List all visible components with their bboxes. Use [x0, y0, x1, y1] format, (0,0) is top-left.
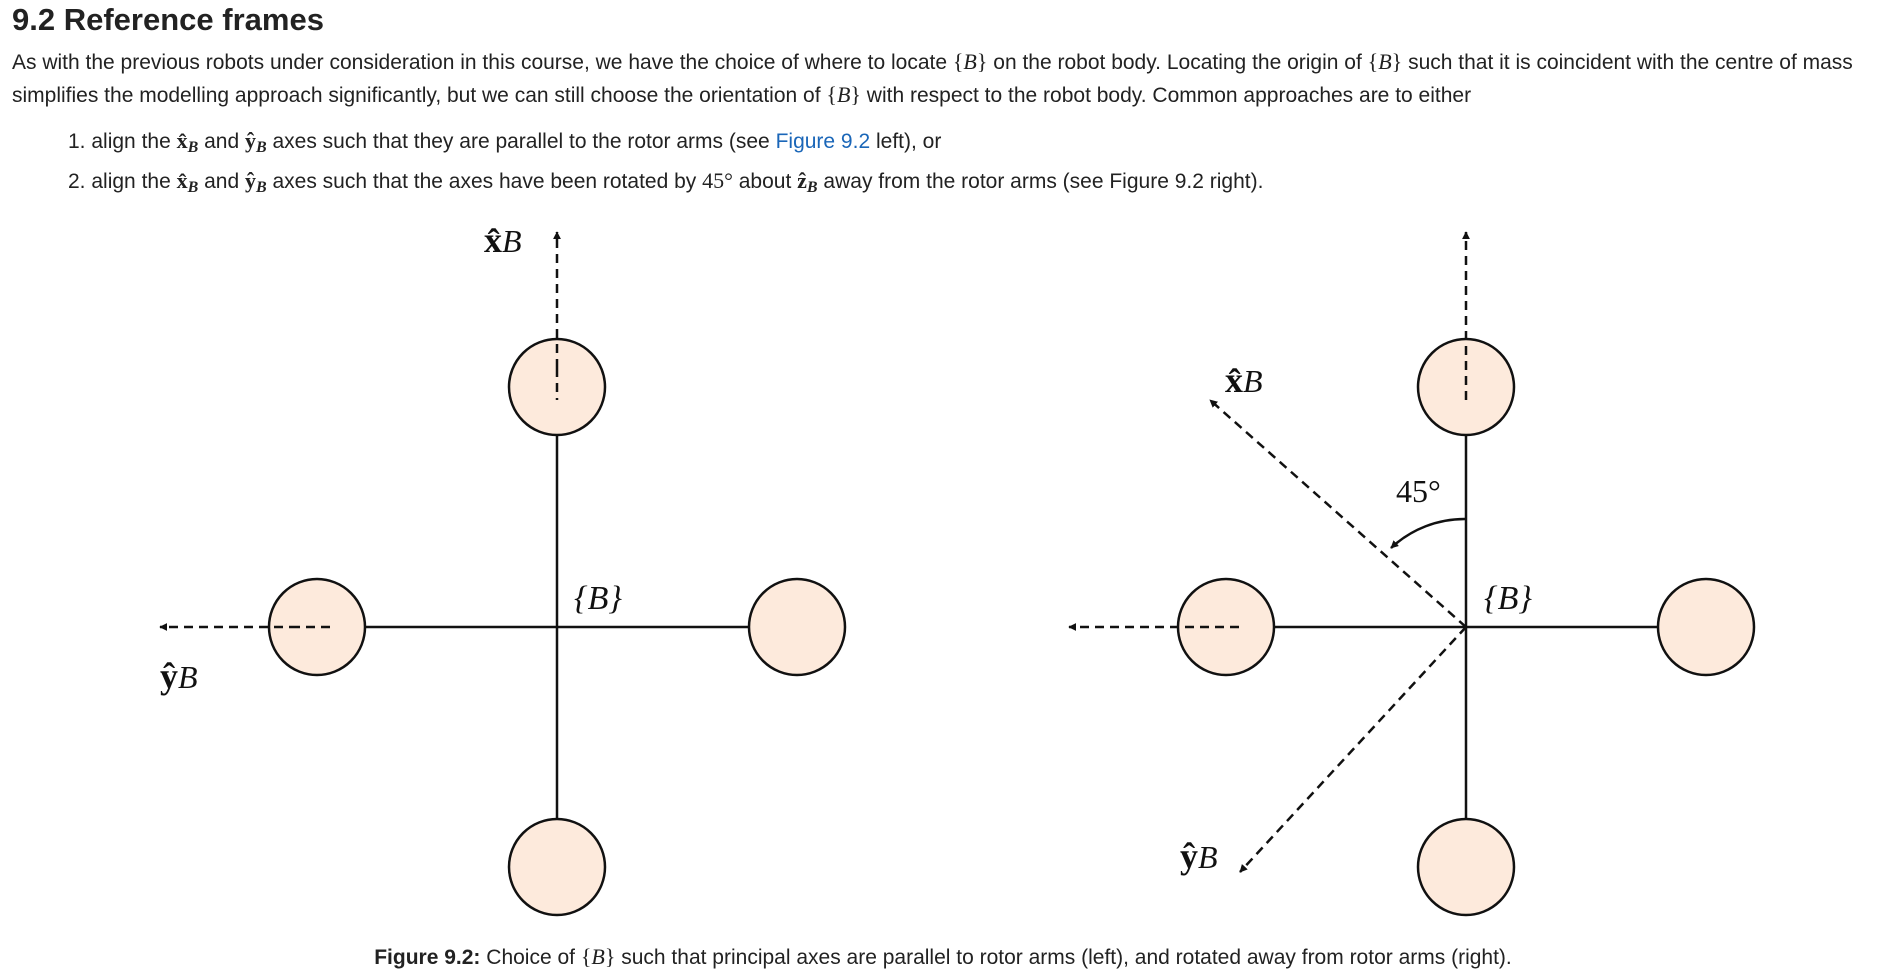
math-frame-b: {B}	[952, 49, 988, 74]
x-hat-symbol: x̂B	[176, 128, 199, 156]
math-b-letter: B	[836, 82, 851, 107]
list-text: away from the rotor arms (see Figure 9.2…	[817, 170, 1264, 193]
figure-9-2: x̂B ŷB {B} x̂B ŷB 45° {B}	[159, 220, 1756, 917]
list-marker: 1.	[68, 130, 86, 153]
list-item: 2. align the x̂B and ŷB axes such that t…	[68, 164, 1263, 204]
list-text: and	[198, 130, 245, 153]
list-text: axes such that the axes have been rotate…	[266, 170, 703, 193]
subscript-b: B	[806, 179, 818, 196]
para-text-1: As with the previous robots under consid…	[12, 51, 953, 74]
subscript-b: B	[187, 139, 199, 156]
subscript-b: B	[255, 139, 267, 156]
right-quadrotor-diagram: x̂B ŷB 45° {B}	[1068, 231, 1756, 917]
list-text: align the	[91, 130, 177, 153]
caption-label: Figure 9.2:	[374, 946, 481, 969]
x-hat-glyph: x̂	[176, 168, 188, 193]
rotated-x-axis-arrow	[1209, 399, 1467, 628]
rotated-x-axis-label: x̂B	[1225, 360, 1263, 400]
approach-list: 1. align the x̂B and ŷB axes such that t…	[68, 124, 1263, 204]
math-frame-b: {B}	[1367, 49, 1403, 74]
y-hat-symbol: ŷB	[244, 128, 267, 156]
rotor-circle	[747, 577, 847, 677]
math-b-letter: B	[591, 944, 605, 969]
list-text: and	[198, 170, 245, 193]
rotor-circle	[1656, 577, 1756, 677]
list-item: 1. align the x̂B and ŷB axes such that t…	[68, 124, 1263, 164]
y-hat-symbol: ŷB	[244, 168, 267, 196]
angle-label: 45°	[1396, 473, 1441, 509]
z-hat-glyph: ẑ	[797, 168, 807, 193]
math-b-letter: B	[963, 49, 977, 74]
para-text-3: such that it is coincident with the cent…	[12, 51, 1853, 107]
list-text: left), or	[870, 130, 942, 153]
subscript-b: B	[187, 179, 199, 196]
list-text: axes such that they are parallel to the …	[266, 130, 776, 153]
angle-arc	[1390, 517, 1467, 549]
caption-text: Choice of	[480, 946, 581, 969]
caption-text: such that principal axes are parallel to…	[615, 946, 1512, 969]
section-title: Reference frames	[63, 2, 324, 37]
rotated-y-axis-arrow	[1239, 626, 1467, 873]
y-axis-label: ŷB	[160, 656, 198, 696]
figure-link[interactable]: Figure 9.2	[775, 130, 871, 153]
math-b-letter: B	[1378, 49, 1392, 74]
subscript-b: B	[255, 179, 267, 196]
section-heading: 9.2 Reference frames	[12, 2, 324, 38]
x-hat-symbol: x̂B	[176, 168, 199, 196]
y-hat-glyph: ŷ	[244, 168, 256, 193]
intro-paragraph: As with the previous robots under consid…	[12, 46, 1882, 112]
math-frame-b: {B}	[826, 82, 861, 107]
angle-math: 45°	[702, 168, 733, 193]
list-marker: 2.	[68, 170, 86, 193]
rotor-circle	[1416, 817, 1516, 917]
x-axis-label: x̂B	[484, 220, 522, 260]
list-text: align the	[91, 170, 177, 193]
rotor-circle	[507, 817, 607, 917]
caption-math: {B}	[580, 944, 616, 969]
y-hat-glyph: ŷ	[244, 128, 256, 153]
frame-label: {B}	[574, 580, 622, 617]
left-quadrotor-diagram: x̂B ŷB {B}	[159, 220, 847, 917]
figure-caption: Figure 9.2: Choice of {B} such that prin…	[0, 944, 1886, 970]
rotated-y-axis-label: ŷB	[1180, 836, 1218, 876]
x-hat-glyph: x̂	[176, 128, 188, 153]
z-hat-symbol: ẑB	[797, 168, 818, 196]
para-text-4: with respect to the robot body. Common a…	[860, 84, 1472, 107]
para-text-2: on the robot body. Locating the origin o…	[987, 51, 1368, 74]
list-text: about	[732, 170, 798, 193]
frame-label: {B}	[1484, 580, 1532, 617]
rotor-circle	[267, 577, 367, 677]
section-number: 9.2	[12, 2, 56, 37]
